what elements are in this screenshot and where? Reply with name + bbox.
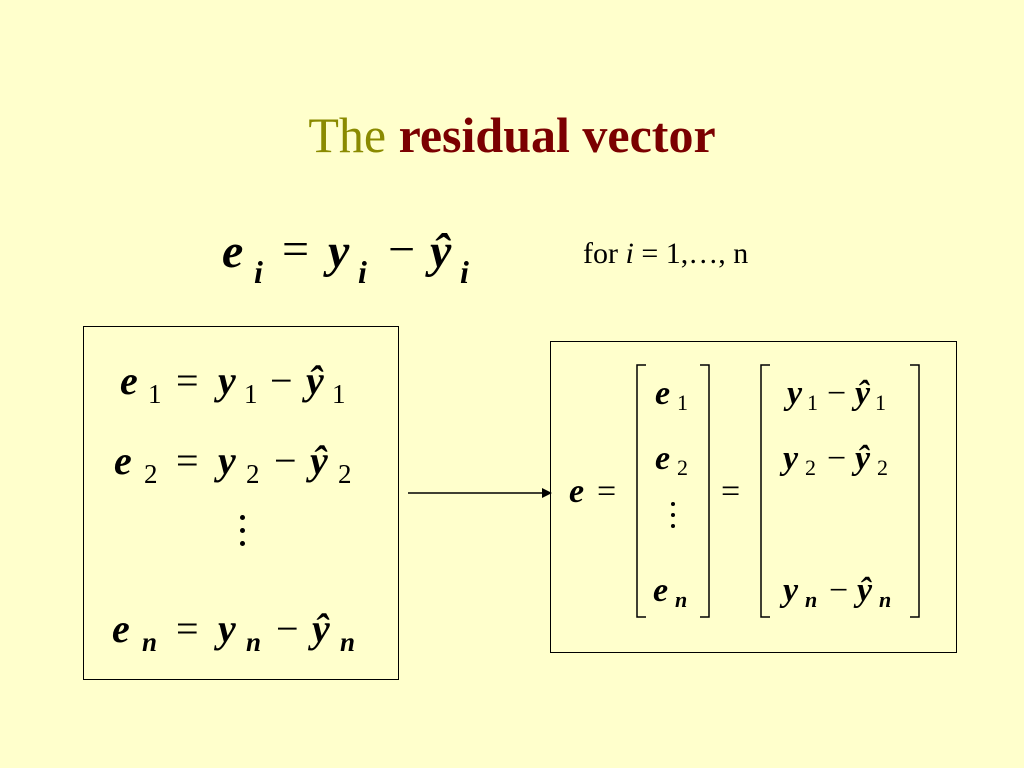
row1-yhat-idx: 1 xyxy=(332,379,346,409)
title-plain: The xyxy=(308,107,387,163)
right-bracket-1 xyxy=(700,364,710,618)
rown-e: e xyxy=(112,606,130,651)
rown-yhat-idx: n xyxy=(340,627,356,657)
equation-row-n: e n = y n − ŷ n xyxy=(112,606,356,657)
row1-e-idx: 1 xyxy=(148,379,162,409)
equation-row-2: e 2 = y 2 − ŷ 2 xyxy=(114,438,352,489)
row1-y-idx: 1 xyxy=(244,379,258,409)
title-bold: residual vector xyxy=(398,107,716,163)
diff1-yhat-idx: 1 xyxy=(875,390,886,415)
diff2-yhat-idx: 2 xyxy=(877,455,888,480)
diff1-y-idx: 1 xyxy=(807,390,818,415)
rown-e-idx: n xyxy=(142,627,158,657)
entry-e2-idx: 2 xyxy=(677,455,688,480)
entry-e1-idx: 1 xyxy=(677,390,688,415)
row2-y-idx: 2 xyxy=(246,459,260,489)
vertical-dots xyxy=(240,515,246,554)
row2-y: y xyxy=(218,438,236,483)
vector-equals-1: = xyxy=(597,473,617,510)
right-bracket-2 xyxy=(910,364,920,618)
row1-e: e xyxy=(120,358,138,403)
diff2-y-idx: 2 xyxy=(805,455,816,480)
diffn-yhat-idx: n xyxy=(879,587,892,612)
eq-minus: − xyxy=(388,223,416,276)
row2-yhat-idx: 2 xyxy=(338,459,352,489)
vector-e: e xyxy=(569,473,585,510)
equation-row-1: e 1 = y 1 − ŷ 1 xyxy=(120,358,346,409)
eq-equals: = xyxy=(282,223,310,276)
diff2-yhat: ŷ xyxy=(855,440,871,477)
arrow-right-icon xyxy=(408,488,552,498)
range-prefix: for xyxy=(583,237,626,270)
left-bracket-1 xyxy=(636,364,646,618)
row1-yhat: ŷ xyxy=(306,358,324,403)
entry-e2: e xyxy=(655,440,671,477)
rown-y: y xyxy=(218,606,236,651)
eq-y-index: i xyxy=(358,254,367,290)
entry-en-idx: n xyxy=(675,587,688,612)
diffn-yhat: ŷ xyxy=(857,572,873,609)
row2-e: e xyxy=(114,438,132,483)
vector-form-box: e = e 1 e 2 e n = y 1 − ŷ 1 y 2 − ŷ 2 y … xyxy=(550,341,957,653)
row1-y: y xyxy=(218,358,236,403)
diffn-y-idx: n xyxy=(805,587,818,612)
diff1-y: y xyxy=(787,375,803,412)
slide-title: The residual vector xyxy=(0,100,1024,170)
range-var: i xyxy=(625,237,634,270)
diff1-yhat: ŷ xyxy=(855,375,871,412)
left-bracket-2 xyxy=(760,364,770,618)
rown-y-idx: n xyxy=(246,627,262,657)
range-rest: = 1,…, n xyxy=(633,237,749,270)
residual-equation: e i = y i − ŷ i xyxy=(222,220,512,290)
diff2-y: y xyxy=(783,440,799,477)
eq-e: e xyxy=(222,225,244,278)
eq-yhat-index: i xyxy=(460,254,469,290)
row2-yhat: ŷ xyxy=(310,438,328,483)
entry-en: e xyxy=(653,572,669,609)
row2-e-idx: 2 xyxy=(144,459,158,489)
diffn-y: y xyxy=(783,572,799,609)
eq-y: y xyxy=(328,225,350,278)
index-range: for i = 1,…, n xyxy=(583,234,748,274)
rown-yhat: ŷ xyxy=(312,606,330,651)
eq-yhat: ŷ xyxy=(430,225,452,278)
vector-dots xyxy=(671,502,677,535)
entry-e1: e xyxy=(655,375,671,412)
vector-equals-2: = xyxy=(721,473,741,510)
component-equations-box: e 1 = y 1 − ŷ 1 e 2 = y 2 − ŷ 2 e n = y … xyxy=(83,326,399,680)
eq-e-index: i xyxy=(254,254,263,290)
